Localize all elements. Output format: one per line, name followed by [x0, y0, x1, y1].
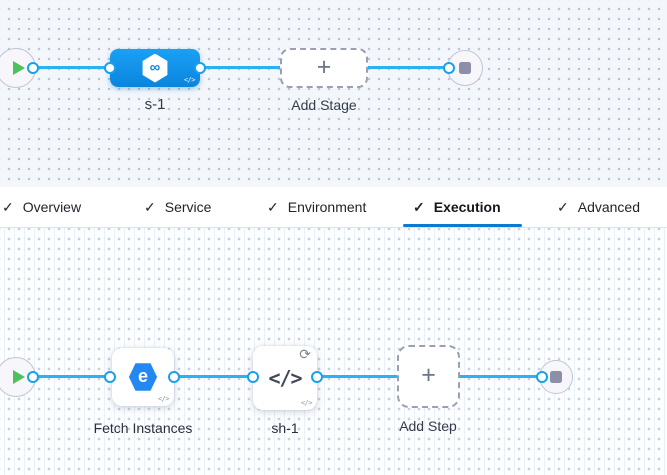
check-icon: ✓ [413, 198, 425, 215]
step-node-sh1[interactable]: ⟳ </> </> [253, 346, 317, 410]
plus-icon: + [421, 361, 436, 389]
port-start-out [27, 371, 39, 383]
play-icon [12, 370, 25, 384]
tab-label: Service [164, 199, 212, 215]
tab-environment[interactable]: ✓ Environment [267, 187, 366, 227]
stop-icon [550, 371, 562, 383]
step-node-fetch-instances[interactable]: e </> [112, 348, 174, 406]
port-start-out [27, 62, 39, 74]
tab-label: Advanced [577, 199, 641, 215]
execution-start-node [0, 357, 36, 397]
check-icon: ✓ [557, 198, 569, 215]
stage-node-s1[interactable]: ∞ </> [110, 49, 200, 87]
add-step-button[interactable]: + [397, 345, 460, 408]
add-step-label: Add Step [399, 418, 457, 434]
port-end-in [443, 62, 455, 74]
execution-graph-canvas: e </> ⟳ </> </> + Fetch Instances sh-1 A… [0, 228, 667, 475]
step-label-fetch-instances: Fetch Instances [93, 420, 193, 436]
active-tab-underline [403, 224, 522, 227]
shell-script-icon: </> [268, 366, 302, 390]
tab-execution[interactable]: ✓ Execution [413, 187, 501, 227]
check-icon: ✓ [144, 198, 156, 215]
tab-service[interactable]: ✓ Service [144, 187, 211, 227]
code-template-icon: </> [300, 399, 313, 407]
check-icon: ✓ [2, 198, 14, 215]
plus-icon: + [316, 52, 332, 81]
add-stage-label: Add Stage [291, 97, 357, 113]
stage-config-tabs: ✓ Overview ✓ Service ✓ Environment ✓ Exe… [0, 187, 667, 228]
code-template-icon: </> [157, 395, 170, 403]
port-fetch-in [104, 371, 116, 383]
tab-overview[interactable]: ✓ Overview [2, 187, 81, 227]
tab-label: Overview [22, 199, 82, 215]
port-stage-out [194, 62, 206, 74]
code-template-icon: </> [183, 76, 196, 84]
stage-label: s-1 [144, 96, 166, 113]
port-fetch-out [168, 371, 180, 383]
tab-label: Execution [433, 199, 501, 215]
elastigroup-icon: e [128, 363, 158, 391]
port-sh1-in [247, 371, 259, 383]
step-label-sh1: sh-1 [271, 420, 299, 436]
stop-icon [459, 62, 471, 74]
stage-connector-line [33, 66, 448, 69]
deploy-stage-icon: ∞ [142, 53, 168, 83]
loop-strategy-icon: ⟳ [299, 346, 311, 362]
port-sh1-out [311, 371, 323, 383]
port-stage-in [104, 62, 116, 74]
add-stage-button[interactable]: + [280, 48, 368, 88]
port-end-in [536, 371, 548, 383]
tab-advanced[interactable]: ✓ Advanced [557, 187, 640, 227]
play-icon [12, 61, 25, 75]
tab-label: Environment [287, 199, 367, 215]
stage-graph-canvas: ∞ </> + s-1 Add Stage [0, 0, 667, 188]
check-icon: ✓ [267, 198, 279, 215]
